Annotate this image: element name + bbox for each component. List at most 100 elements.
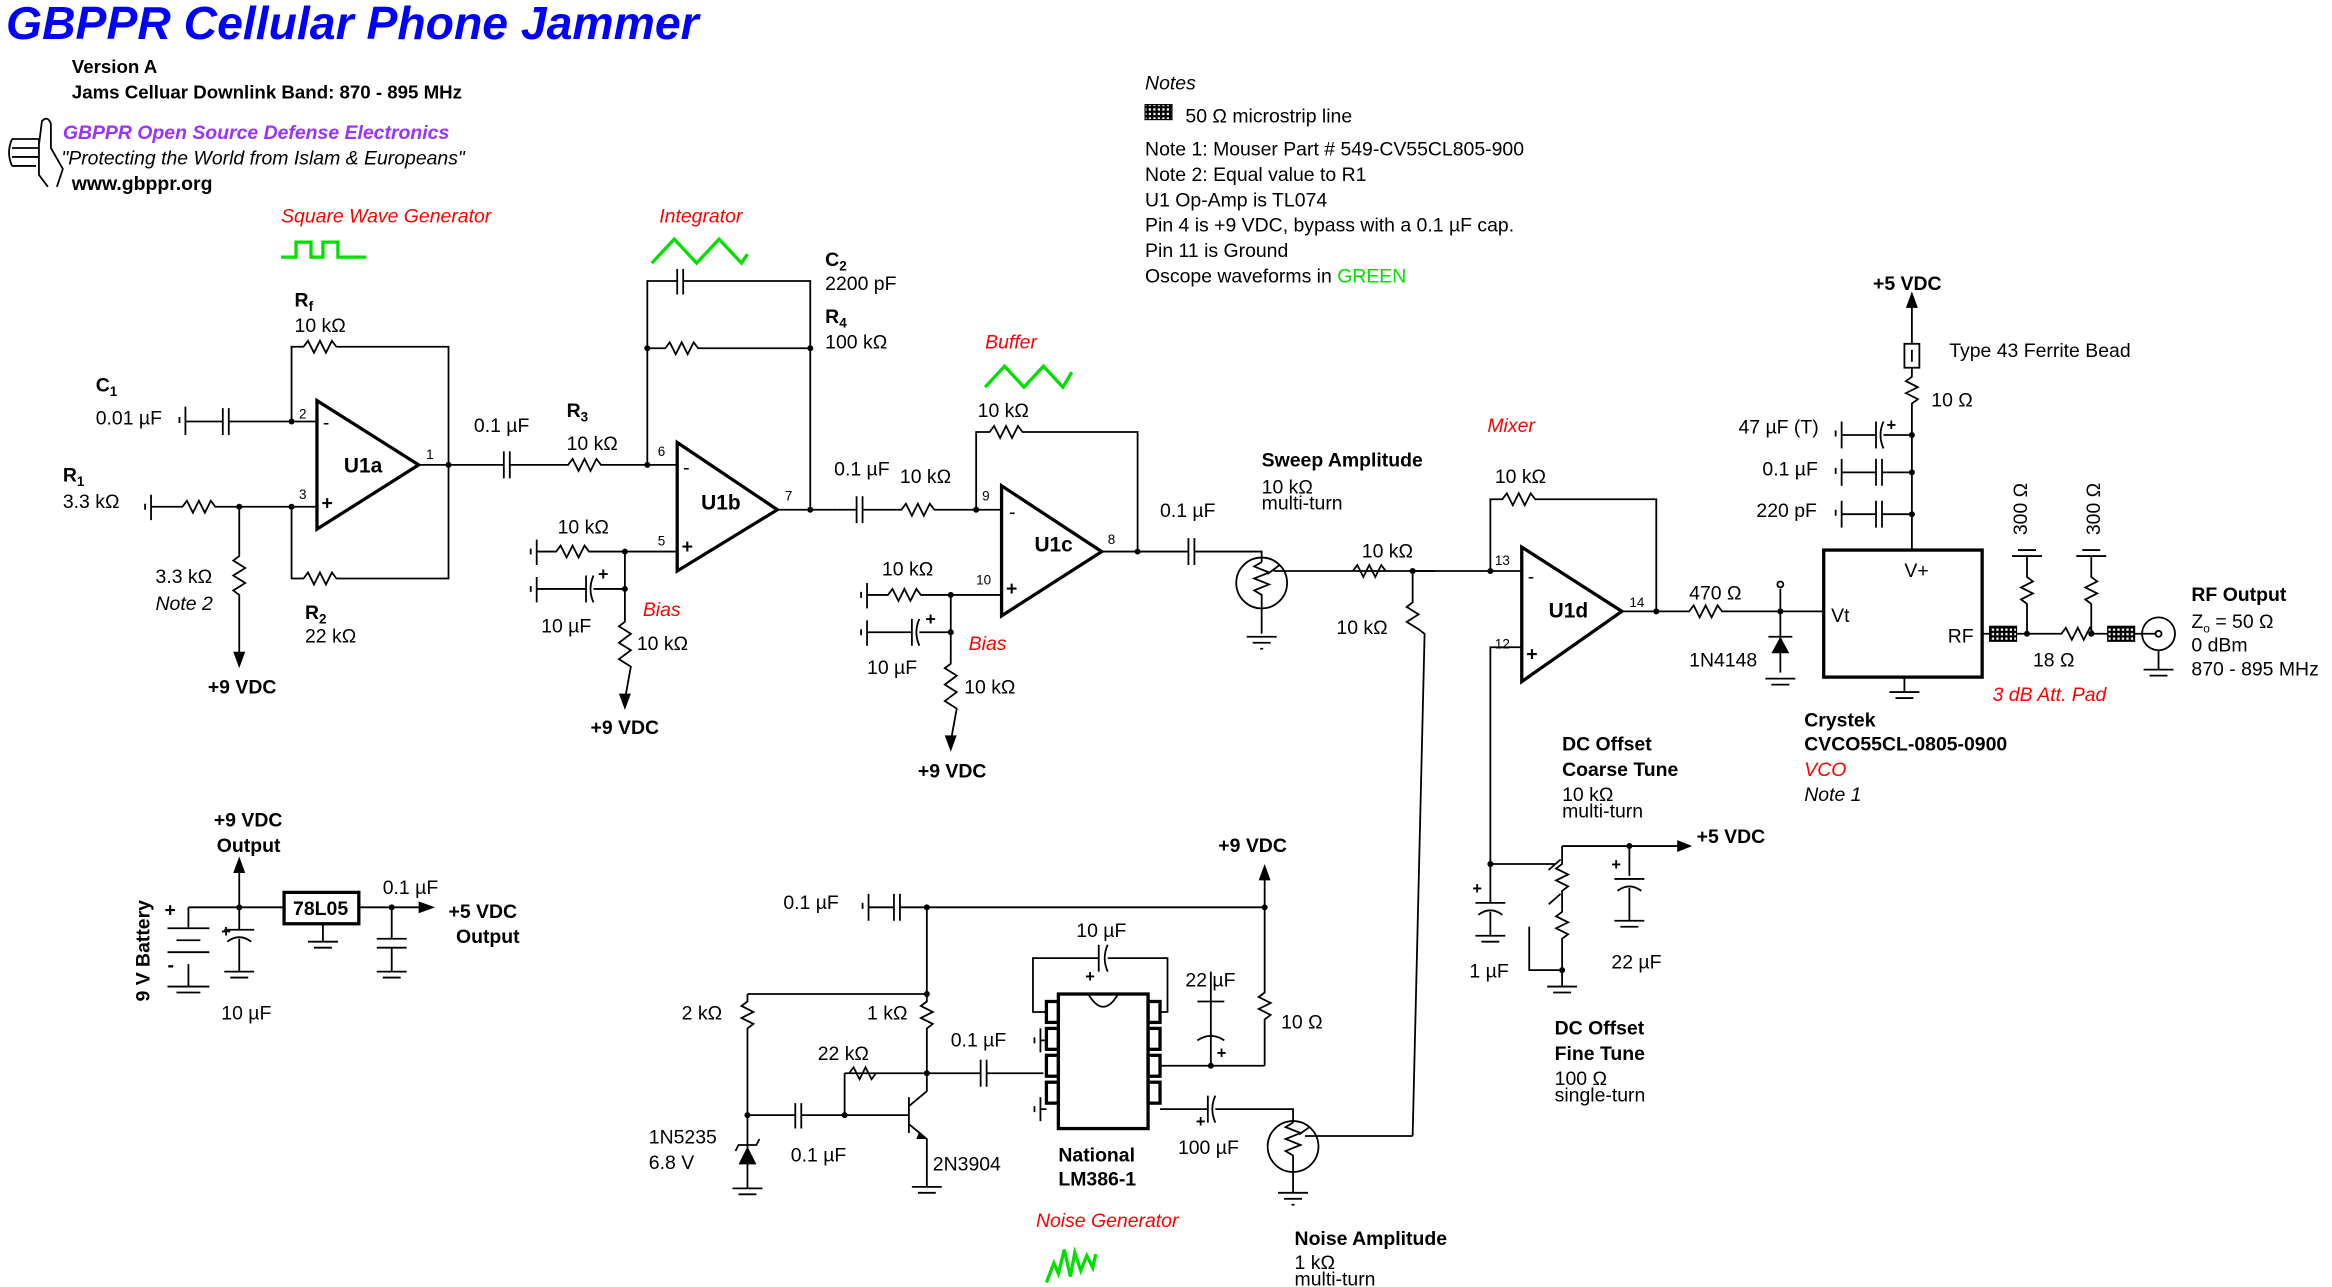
vco-module: [1822, 548, 1984, 679]
rf-value: 10 kΩ: [295, 315, 346, 337]
rdiv-value: 3.3 kΩ: [156, 566, 213, 588]
bias-r2-value: 10 kΩ: [964, 677, 1015, 699]
fine-tune-pot[interactable]: DC Offset Fine Tune 100 Ω single-turn: [1555, 1017, 1646, 1106]
pin-label: 6: [658, 444, 665, 459]
version-label: Version A: [72, 56, 157, 77]
coarse-type: multi-turn: [1562, 801, 1643, 823]
zener-label: 1N5235: [649, 1127, 717, 1149]
rdiv-note: Note 2: [156, 593, 213, 615]
svg-text:+: +: [1085, 968, 1095, 986]
svg-text:+: +: [682, 536, 693, 558]
cap-22uf-value: 22 µF: [1611, 952, 1661, 974]
ferrite-bead-icon: [1903, 342, 1921, 369]
sweep-value: 10 kΩ: [1262, 476, 1313, 498]
svg-text:-: -: [167, 955, 173, 977]
vco-part: CVCO55CL-0805-0900: [1804, 733, 2007, 755]
vco-pin-vt: Vt: [1831, 605, 1850, 627]
supply-label: +9 VDC: [591, 717, 660, 739]
transistor-label: 2N3904: [933, 1153, 1001, 1175]
ic-label: LM386-1: [1058, 1168, 1136, 1190]
c-in-value: 0.1 µF: [951, 1029, 1007, 1051]
svg-text:+: +: [165, 899, 176, 921]
pad-rshunt-value: 300 Ω: [2010, 483, 2032, 535]
c-bypass-value: 0.1 µF: [783, 892, 839, 914]
svg-text:-: -: [323, 412, 329, 434]
battery-icon: [167, 906, 419, 994]
out5-label: +5 VDC: [449, 901, 518, 923]
thumbs-up-logo-icon: [8, 117, 64, 188]
notes-panel: Notes 50 Ω microstrip line Note 1: Mouse…: [1144, 73, 1524, 288]
vco-maker: Crystek: [1804, 709, 1875, 731]
microstrip-icon: [1989, 625, 2018, 642]
c-out-value: 100 µF: [1178, 1137, 1239, 1159]
bias-c-value: 10 µF: [867, 657, 917, 679]
out9-label: Output: [217, 835, 281, 857]
note-line: Pin 4 is +9 VDC, bypass with a 0.1 µF ca…: [1145, 215, 1514, 237]
cin-value: 10 µF: [221, 1002, 271, 1024]
c-bypass2-value: 22 µF: [1185, 970, 1235, 992]
svg-text:-: -: [683, 457, 689, 479]
opamp-u1c-label: U1c: [1034, 534, 1073, 557]
section-label-square: Square Wave Generator: [281, 206, 493, 228]
coarse-tune-pot[interactable]: DC Offset Coarse Tune 10 kΩ multi-turn: [1562, 733, 1678, 822]
supply-label: +9 VDC: [918, 760, 987, 782]
svg-text:+: +: [321, 493, 332, 515]
supply-label: +9 VDC: [208, 677, 277, 699]
svg-text:+: +: [221, 923, 231, 941]
zener-v-label: 6.8 V: [649, 1152, 694, 1174]
ferrite-bead-label: Type 43 Ferrite Bead: [1949, 340, 2130, 362]
fine-type: single-turn: [1555, 1085, 1646, 1107]
noise-amp-type: multi-turn: [1295, 1269, 1376, 1287]
bias-c-value: 10 µF: [541, 615, 591, 637]
integrator: Integrator 0.1 µF R3 10 kΩ U1b - + 6 5 7…: [448, 206, 897, 739]
triangle-wave-icon: [650, 236, 749, 266]
fine-value: 100 Ω: [1555, 1068, 1607, 1090]
section-label-buffer: Buffer: [985, 331, 1038, 353]
fine-title: DC Offset: [1555, 1017, 1645, 1039]
website-link[interactable]: www.gbppr.org: [71, 173, 213, 195]
noise-amplitude-pot[interactable]: Noise Amplitude 1 kΩ multi-turn: [1266, 1120, 1448, 1287]
rin-value: 10 kΩ: [900, 466, 951, 488]
note-line: Oscope waveforms in GREEN: [1145, 266, 1406, 288]
bias-r1-value: 10 kΩ: [882, 558, 933, 580]
noise-amp-value: 1 kΩ: [1295, 1252, 1335, 1274]
diode-label: 1N4148: [1689, 650, 1757, 672]
page-title: GBPPR Cellular Phone Jammer: [6, 0, 702, 49]
slogan: "Protecting the World from Islam & Europ…: [61, 147, 466, 169]
coarse-title: Coarse Tune: [1562, 759, 1678, 781]
lm386-chip: [1056, 992, 1150, 1131]
rout-value: 470 Ω: [1689, 582, 1741, 604]
vco: +5 VDC Type 43 Ferrite Bead 10 Ω + 47 µF…: [1738, 273, 2130, 806]
power-supply: 9 V Battery + - + 78L05 +9 VDC Output 10…: [133, 810, 521, 1025]
r-coll-value: 1 kΩ: [867, 1002, 907, 1024]
svg-text:+: +: [598, 564, 608, 584]
pin-label: 7: [785, 489, 792, 504]
pin-label: 3: [299, 487, 306, 502]
r2-value: 22 kΩ: [305, 626, 356, 648]
c-gain-value: 10 µF: [1076, 920, 1126, 942]
r4-label: R4: [825, 306, 847, 330]
ic-label: National: [1058, 1144, 1135, 1166]
svg-text:-: -: [1009, 502, 1015, 524]
zener-diode-icon: [738, 1146, 757, 1165]
section-label-att-pad: 3 dB Att. Pad: [1993, 684, 2108, 706]
section-label-mixer: Mixer: [1487, 415, 1536, 437]
r1-label: R1: [63, 464, 85, 488]
r3-label: R3: [567, 400, 589, 424]
org-name: GBPPR Open Source Defense Electronics: [63, 122, 450, 144]
notes-heading: Notes: [1145, 73, 1196, 95]
buffer: Buffer 0.1 µF 10 kΩ U1c - + 9 10 8 10 kΩ…: [834, 331, 1263, 782]
opamp-u1b-label: U1b: [701, 492, 741, 515]
pin-label: 12: [1495, 637, 1510, 652]
note-line: Note 1: Mouser Part # 549-CV55CL805-900: [1145, 138, 1524, 160]
r-bias-value: 22 kΩ: [818, 1043, 869, 1065]
rf-output-title: RF Output: [2191, 584, 2286, 606]
section-label-bias: Bias: [643, 599, 681, 621]
section-label-noise: Noise Generator: [1036, 1210, 1180, 1232]
rf-output-connector[interactable]: [2134, 616, 2176, 677]
r4-value: 100 kΩ: [825, 331, 887, 353]
svg-text:+: +: [1006, 578, 1017, 600]
out5-label: Output: [456, 926, 520, 948]
sweep-amplitude-pot[interactable]: Sweep Amplitude 10 kΩ multi-turn 10 kΩ 1…: [1235, 449, 1494, 1137]
